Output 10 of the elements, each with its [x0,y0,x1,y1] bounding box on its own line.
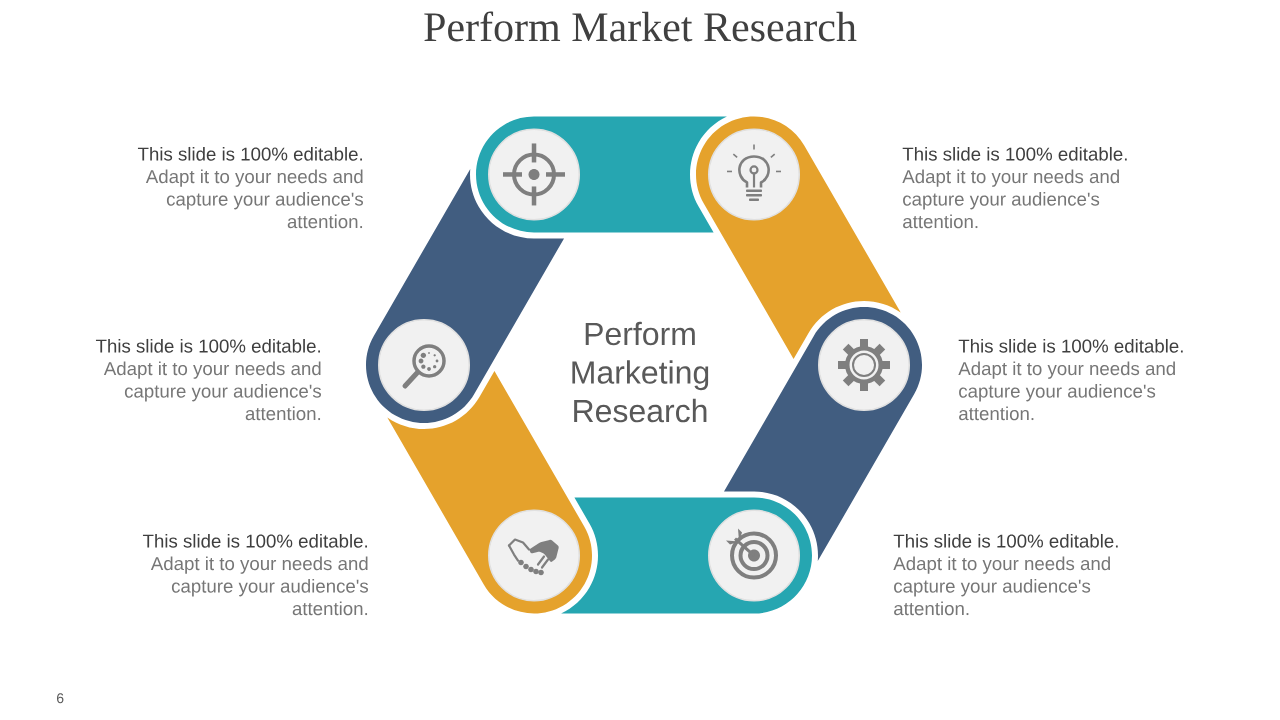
description-text: Adapt it to your needs and capture your audience's attention. [893,556,1110,616]
page-number: 6 [57,693,64,704]
description-text: Adapt it to your needs and capture your audience's attention. [103,361,321,421]
description-text: Adapt it to your needs and capture your audience's attention. [958,361,1175,421]
description-heading: This slide is 100% editable. [893,533,1118,548]
description-text: Adapt it to your needs and capture your audience's attention. [150,556,368,616]
title: Perform Market Research [424,11,857,42]
center-label: Perform Marketing Research [572,321,709,423]
description-heading: This slide is 100% editable. [95,338,320,353]
description-heading: This slide is 100% editable. [958,338,1183,353]
